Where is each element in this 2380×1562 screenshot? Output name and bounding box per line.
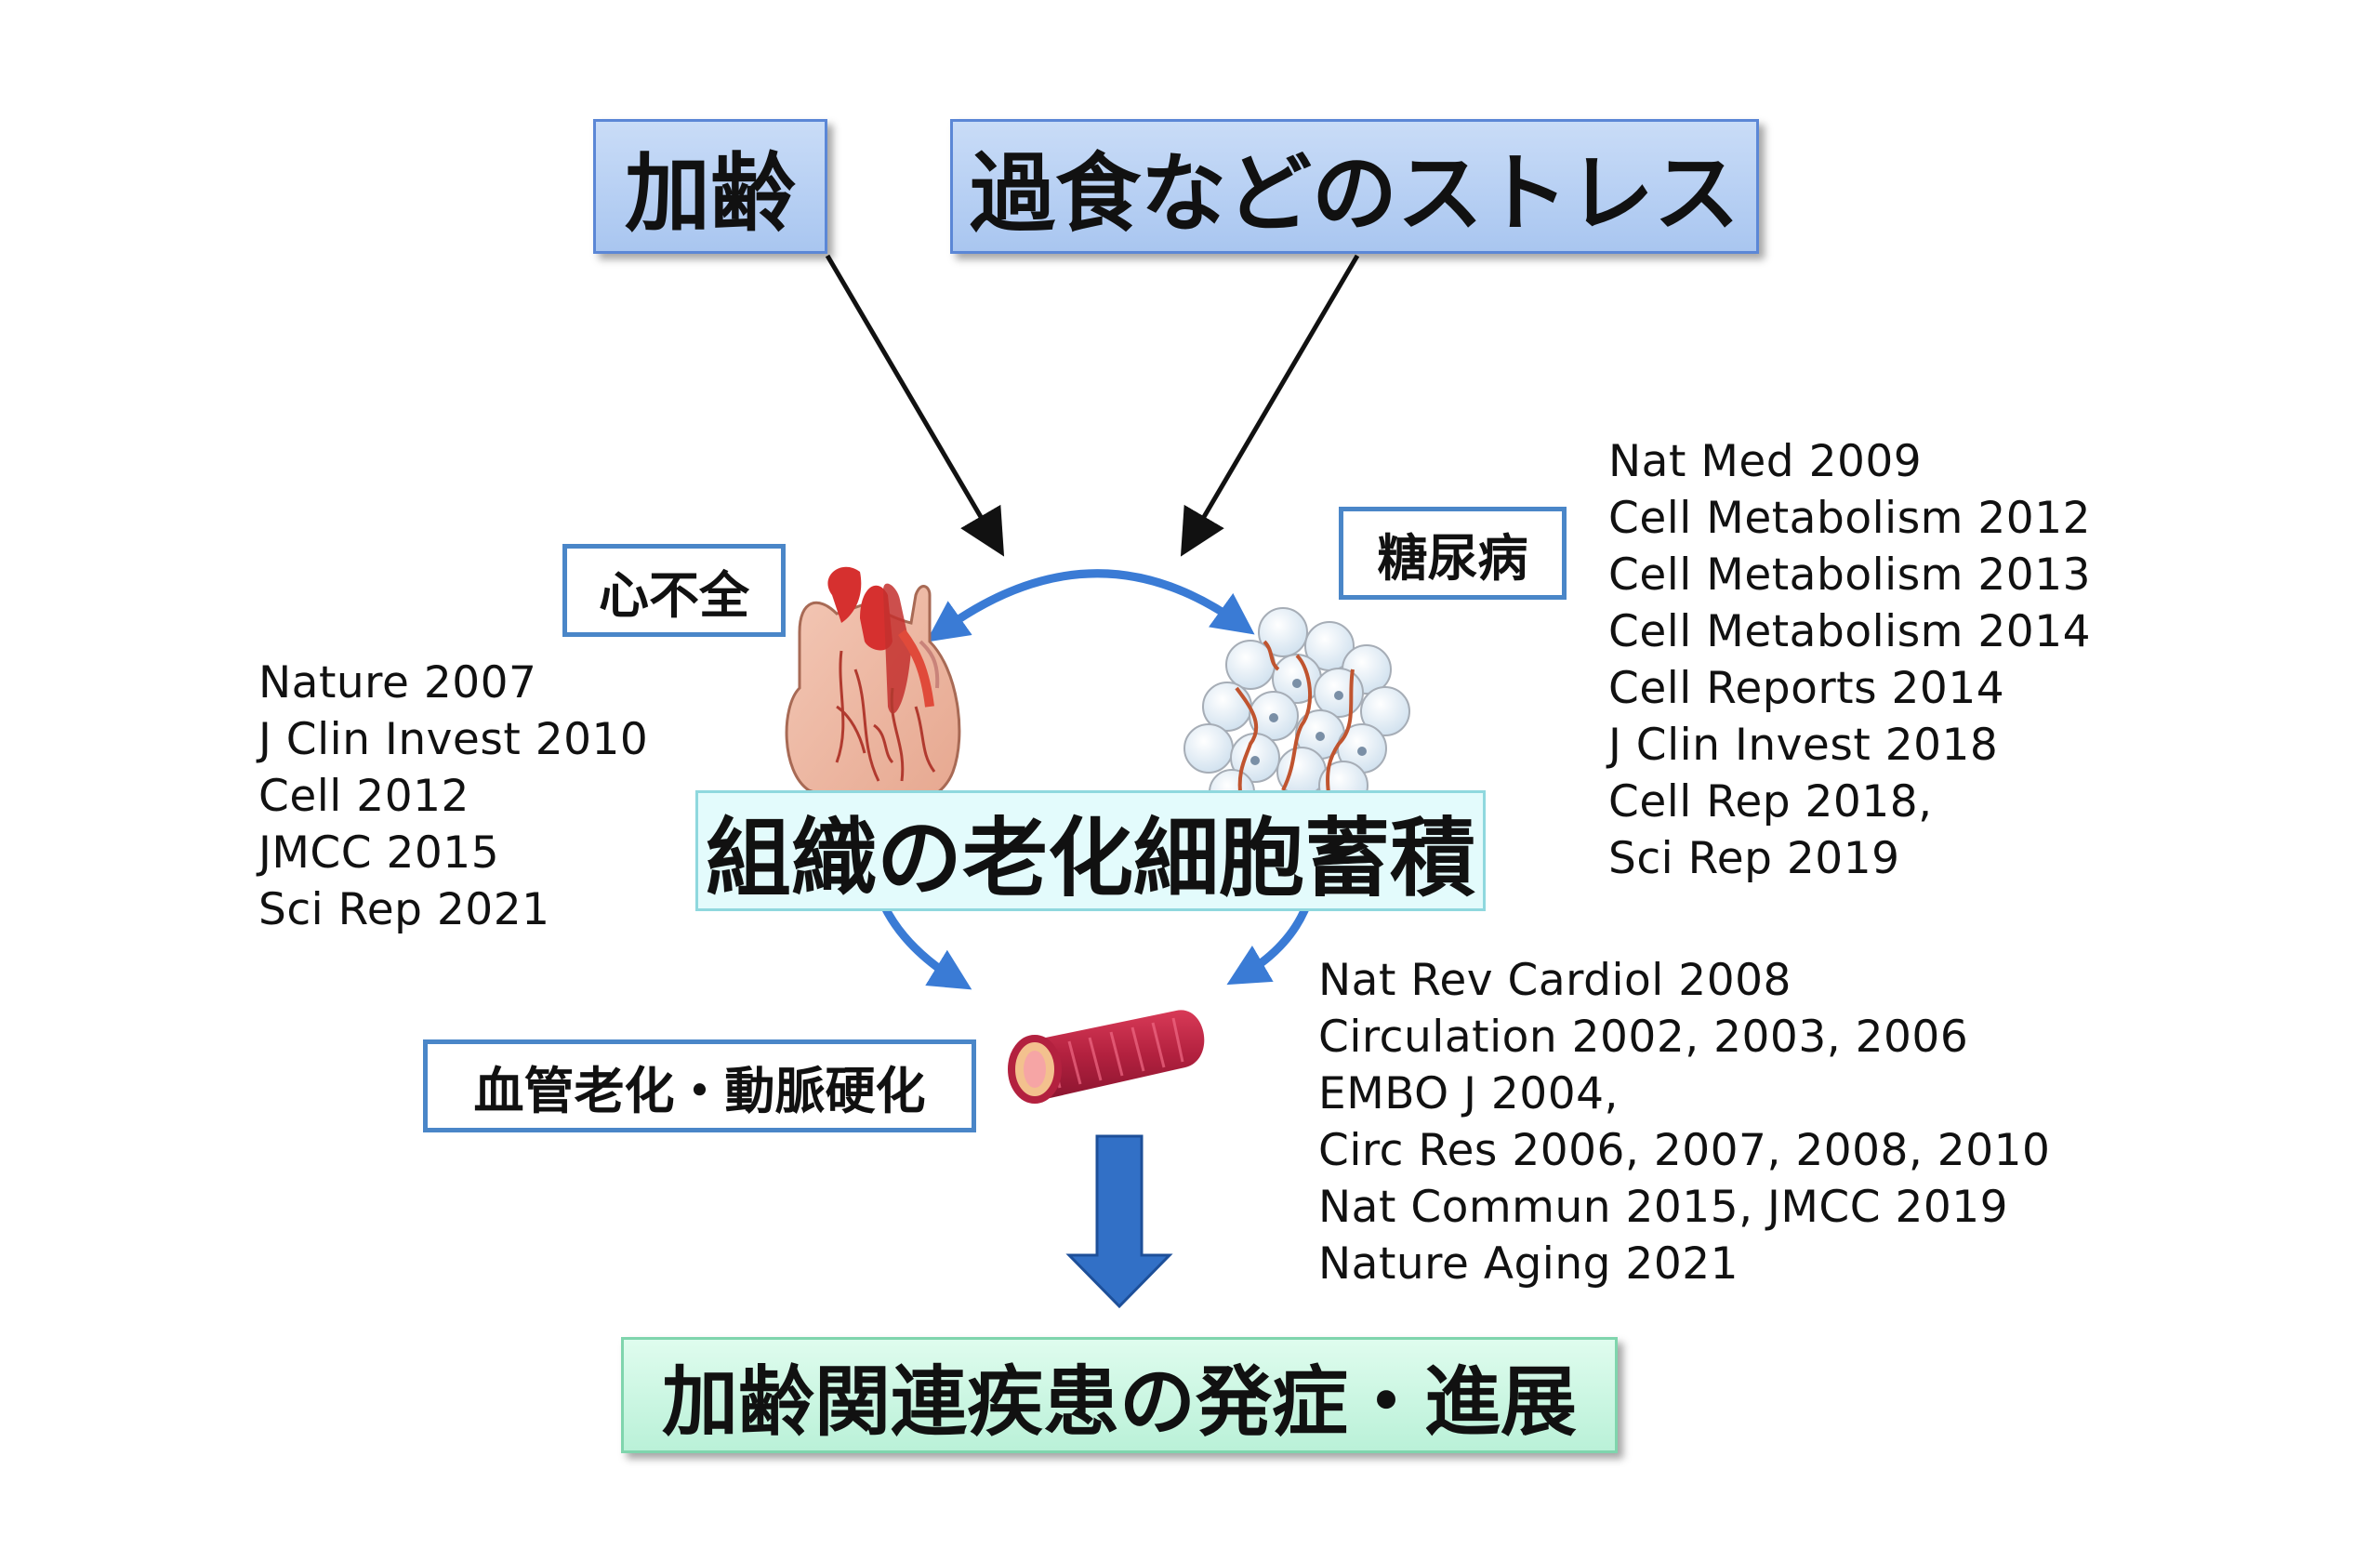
- blood-vessel-icon: [1008, 1010, 1205, 1104]
- stress-box: 過食などのストレス: [950, 119, 1759, 254]
- heart-icon: [785, 566, 961, 811]
- reference-item: Sci Rep 2021: [258, 884, 550, 935]
- heart-failure-label: 心不全: [599, 565, 749, 625]
- reference-item: Cell Metabolism 2014: [1608, 606, 2092, 657]
- reference-item: Nature 2007: [258, 657, 537, 708]
- vascular-aging-box: 血管老化・動脈硬化: [423, 1039, 976, 1132]
- vascular-aging-label: 血管老化・動脈硬化: [473, 1061, 926, 1120]
- senescent-cell-accumulation-box: 組織の老化細胞蓄積: [695, 790, 1486, 911]
- reference-item: Cell Metabolism 2012: [1608, 493, 2092, 544]
- reference-item: Cell Reports 2014: [1608, 663, 2005, 714]
- age-related-disease-box: 加齢関連疾患の発症・進展: [621, 1337, 1618, 1453]
- senescent-cell-accumulation-label: 組織の老化細胞蓄積: [705, 808, 1475, 908]
- diabetes-label: 糖尿病: [1377, 528, 1528, 588]
- heart-references: Nature 2007 J Clin Invest 2010 Cell 2012…: [258, 655, 648, 938]
- reference-item: Cell 2012: [258, 771, 469, 822]
- heart-fat-cycle-arrow: [925, 569, 1255, 642]
- reference-item: Cell Rep 2018,: [1608, 776, 1933, 827]
- aging-box: 加齢: [593, 119, 827, 254]
- aging-arrow: [825, 254, 1005, 557]
- down-arrow: [1065, 1134, 1173, 1309]
- stress-label: 過食などのストレス: [969, 144, 1739, 244]
- age-related-disease-label: 加齢関連疾患の発症・進展: [661, 1358, 1577, 1447]
- reference-item: Cell Metabolism 2013: [1608, 549, 2092, 601]
- adipose-tissue-icon: [1183, 607, 1410, 815]
- reference-item: Circ Res 2006, 2007, 2008, 2010: [1318, 1125, 2051, 1176]
- diabetes-references: Nat Med 2009 Cell Metabolism 2012 Cell M…: [1608, 433, 2091, 887]
- reference-item: J Clin Invest 2010: [258, 714, 649, 765]
- reference-item: Sci Rep 2019: [1608, 833, 1900, 884]
- reference-item: EMBO J 2004,: [1318, 1068, 1619, 1119]
- heart-failure-box: 心不全: [562, 544, 786, 637]
- reference-item: Nat Commun 2015, JMCC 2019: [1318, 1182, 2009, 1233]
- reference-item: Nat Rev Cardiol 2008: [1318, 955, 1792, 1006]
- reference-item: JMCC 2015: [258, 827, 500, 879]
- stress-arrow: [1180, 254, 1360, 557]
- reference-item: J Clin Invest 2018: [1608, 720, 1999, 771]
- aging-label: 加齢: [624, 144, 796, 244]
- diabetes-box: 糖尿病: [1339, 507, 1567, 600]
- reference-item: Nature Aging 2021: [1318, 1238, 1739, 1290]
- reference-item: Circulation 2002, 2003, 2006: [1318, 1012, 1969, 1063]
- reference-item: Nat Med 2009: [1608, 436, 1923, 487]
- vascular-references: Nat Rev Cardiol 2008 Circulation 2002, 2…: [1318, 952, 2050, 1292]
